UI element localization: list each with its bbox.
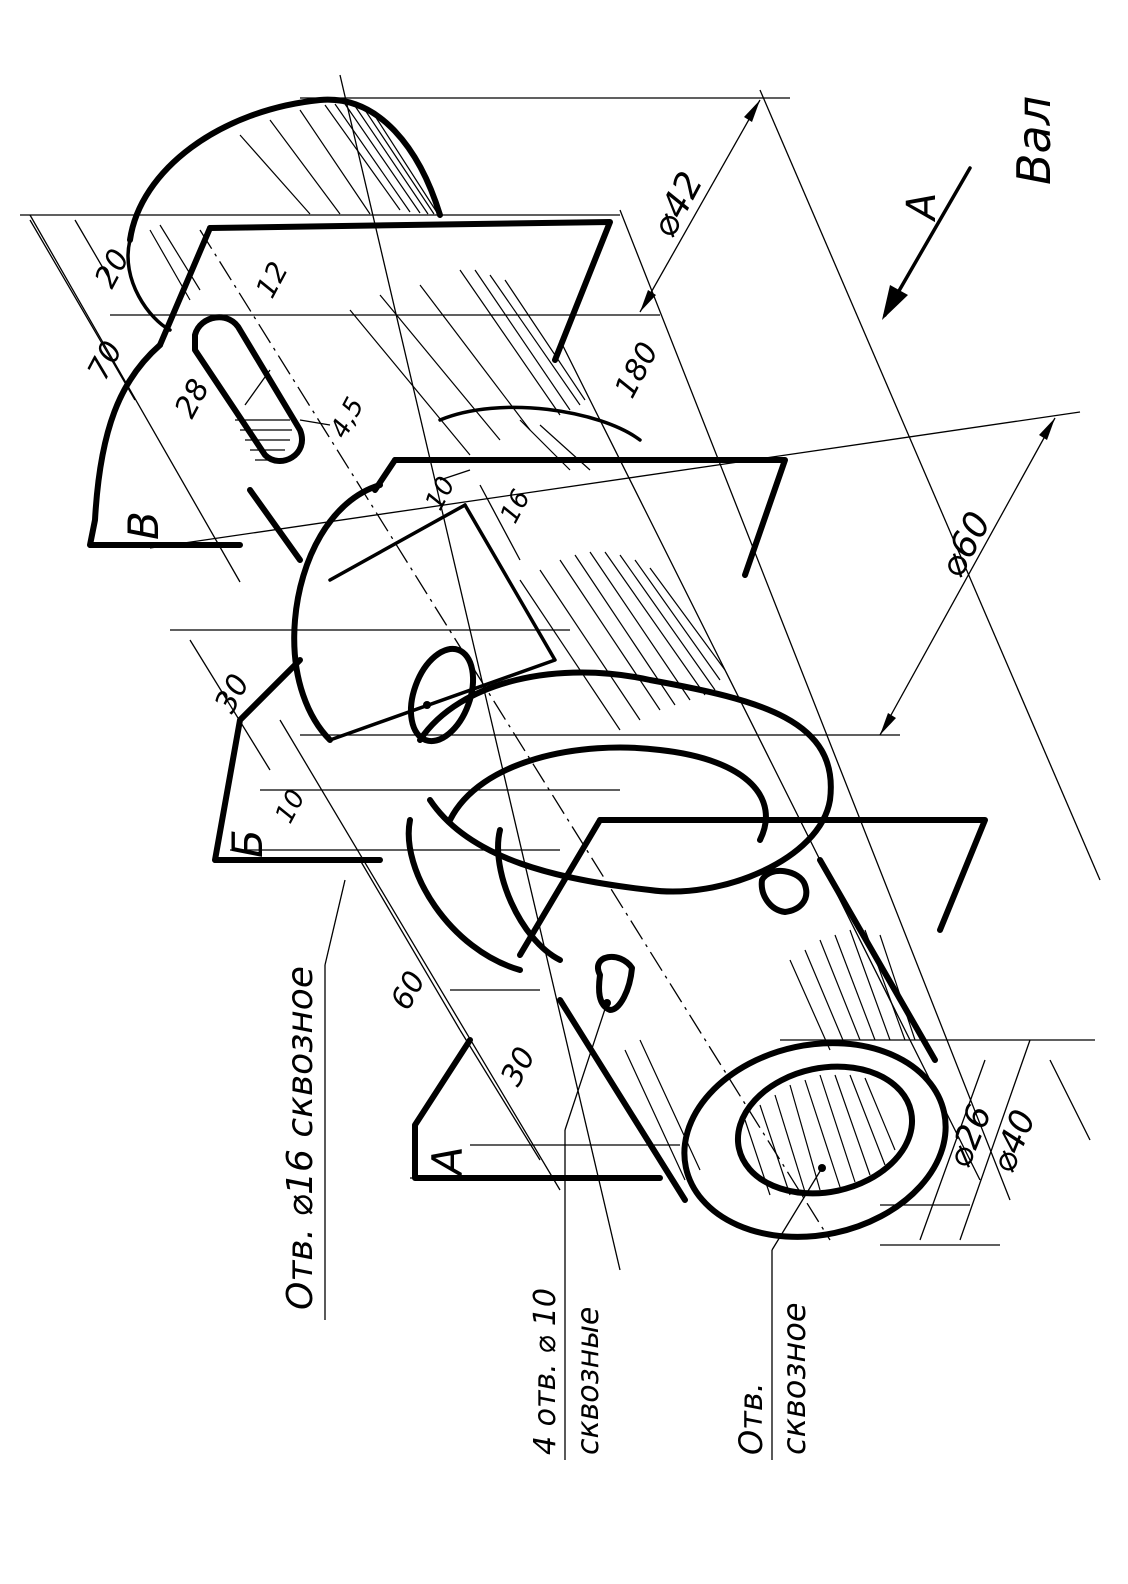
dim-10-mid: 10	[270, 785, 312, 828]
view-arrow-label: А	[899, 193, 945, 223]
dimension-lines	[29, 99, 1091, 1241]
dim-d42: ⌀42	[644, 165, 712, 244]
section-plane-v	[87, 219, 613, 548]
dim-180: 180	[608, 337, 666, 404]
middle-shaft-body	[247, 269, 642, 563]
dim-4-5: 4,5	[325, 393, 371, 444]
large-cylinder-60	[212, 457, 834, 973]
view-arrow	[882, 166, 972, 320]
dim-60: 60	[384, 966, 433, 1016]
left-end-cylinder	[126, 96, 443, 332]
center-axis	[199, 229, 831, 1241]
dim-28: 28	[168, 374, 217, 424]
dim-d60: ⌀60	[932, 505, 1000, 584]
note-hole-end-line1: Отв.	[732, 1382, 770, 1455]
dim-12: 12	[249, 256, 295, 303]
right-end-cylinder	[412, 817, 988, 1240]
dim-30-bottom: 30	[494, 1042, 543, 1092]
section-label-a: А	[423, 1146, 472, 1178]
note-hole-16: Отв. ⌀16 сквозное	[280, 966, 321, 1310]
drawing-title: Вал	[1007, 96, 1061, 185]
note-holes-10-line1: 4 отв. ⌀ 10	[528, 1288, 563, 1455]
dim-16: 16	[495, 485, 537, 528]
leader-lines	[324, 879, 823, 1460]
note-hole-end-line2: сквозное	[775, 1302, 813, 1455]
section-label-b: Б	[223, 829, 272, 858]
note-holes-10-line2: сквозные	[571, 1307, 606, 1455]
section-label-v: В	[119, 511, 168, 540]
